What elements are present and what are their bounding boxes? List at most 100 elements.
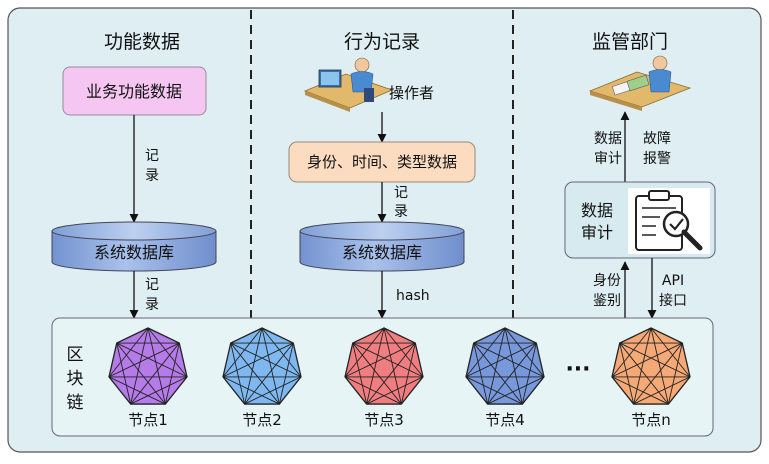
node-link-line: [147, 327, 188, 378]
database-1: [51, 221, 217, 272]
node-link-line: [473, 342, 489, 405]
node-link-line: [222, 327, 263, 378]
blockchain-node: 节点1: [108, 327, 188, 429]
node-heptagon: [611, 327, 691, 405]
node-link-line: [487, 376, 545, 405]
audit-label-2: 审计: [594, 151, 622, 167]
alarm-label-2: 报警: [643, 151, 671, 167]
node-link-line: [667, 342, 683, 405]
node-heptagon: [465, 327, 545, 405]
node-link-line: [130, 342, 180, 405]
api-label-2: 接口: [659, 292, 687, 309]
node-link-line: [230, 342, 280, 405]
node-link-line: [147, 327, 166, 405]
node-link-line: [344, 327, 385, 378]
database-2: [299, 221, 465, 272]
node-link-line: [261, 327, 302, 378]
node-link-line: [108, 376, 166, 405]
node-heptagon: [344, 327, 424, 405]
node-link-line: [278, 342, 294, 405]
node-link-line: [366, 376, 424, 405]
col3-title: 监管部门: [592, 31, 668, 53]
node-link-line: [504, 327, 523, 405]
col1-record2-char2: 录: [145, 297, 159, 313]
node-link-line: [230, 342, 246, 405]
node-link-line: [619, 342, 669, 405]
node-link-line: [116, 342, 188, 378]
operator-label: 操作者: [389, 84, 434, 102]
col1-record-char1: 记: [145, 148, 159, 164]
identity-label-2: 鉴别: [593, 293, 621, 309]
node-link-line: [633, 327, 652, 405]
col2-record-char1: 记: [394, 185, 408, 201]
node-link-line: [164, 342, 180, 405]
business-data-label: 业务功能数据: [86, 82, 182, 101]
node-link-line: [352, 342, 402, 405]
node-link-line: [473, 342, 523, 405]
blockchain-char-2: 块: [67, 369, 84, 389]
node-link-line: [344, 342, 416, 378]
node-link-line: [244, 342, 294, 405]
node-link-line: [352, 342, 368, 405]
node-link-line: [650, 327, 691, 378]
alarm-label-1: 故障: [643, 131, 671, 147]
blockchain-node: 节点4: [465, 327, 545, 429]
node-link-line: [465, 342, 537, 378]
node-heptagon: [222, 327, 302, 405]
col1-record-char2: 录: [145, 168, 159, 184]
node-link-line: [344, 376, 402, 405]
node-label: 节点1: [128, 411, 168, 429]
node-link-line: [244, 376, 302, 405]
col2-title: 行为记录: [344, 31, 420, 53]
node-link-line: [383, 327, 424, 378]
blockchain-char-1: 区: [67, 345, 84, 365]
blockchain-node: 节点2: [222, 327, 302, 429]
audit-box-label-1: 数据: [581, 201, 613, 220]
audit-box-label-2: 审计: [581, 223, 613, 242]
api-label-1: API: [662, 273, 684, 289]
blockchain-nodes: 节点1 节点2 节点3 节点4 节点n: [108, 327, 691, 429]
node-link-line: [465, 376, 523, 405]
node-link-line: [222, 342, 294, 378]
node-link-line: [619, 342, 635, 405]
node-heptagon: [108, 327, 188, 405]
node-link-line: [222, 376, 280, 405]
col1-record2-char1: 记: [145, 277, 159, 293]
database-1-label: 系统数据库: [94, 243, 174, 262]
node-label: 节点n: [631, 411, 671, 429]
identity-label-1: 身份: [593, 273, 621, 289]
node-link-line: [611, 327, 652, 378]
node-link-line: [383, 327, 402, 405]
node-link-line: [504, 327, 545, 378]
node-link-line: [633, 342, 683, 405]
node-ellipsis: ···: [565, 357, 590, 382]
node-link-line: [230, 342, 302, 378]
node-link-line: [633, 376, 691, 405]
audit-label-1: 数据: [594, 131, 622, 147]
node-link-line: [116, 342, 132, 405]
node-link-line: [611, 376, 669, 405]
col1-title: 功能数据: [104, 31, 180, 53]
hash-label: hash: [396, 288, 430, 304]
node-link-line: [108, 327, 149, 378]
node-link-line: [619, 342, 691, 378]
node-link-line: [487, 342, 537, 405]
node-label: 节点3: [364, 411, 404, 429]
node-link-line: [261, 327, 280, 405]
node-label: 节点4: [485, 411, 525, 429]
node-link-line: [116, 342, 166, 405]
node-link-line: [108, 342, 180, 378]
node-link-line: [473, 342, 545, 378]
node-link-line: [650, 327, 669, 405]
blockchain-char-3: 链: [67, 393, 84, 413]
node-link-line: [521, 342, 537, 405]
node-link-line: [244, 327, 263, 405]
audit-clipboard-icon: [628, 188, 710, 254]
node-label: 节点2: [242, 411, 282, 429]
blockchain-node: 节点3: [344, 327, 424, 429]
identity-data-label: 身份、时间、类型数据: [307, 153, 457, 171]
node-link-line: [352, 342, 424, 378]
node-link-line: [130, 327, 149, 405]
